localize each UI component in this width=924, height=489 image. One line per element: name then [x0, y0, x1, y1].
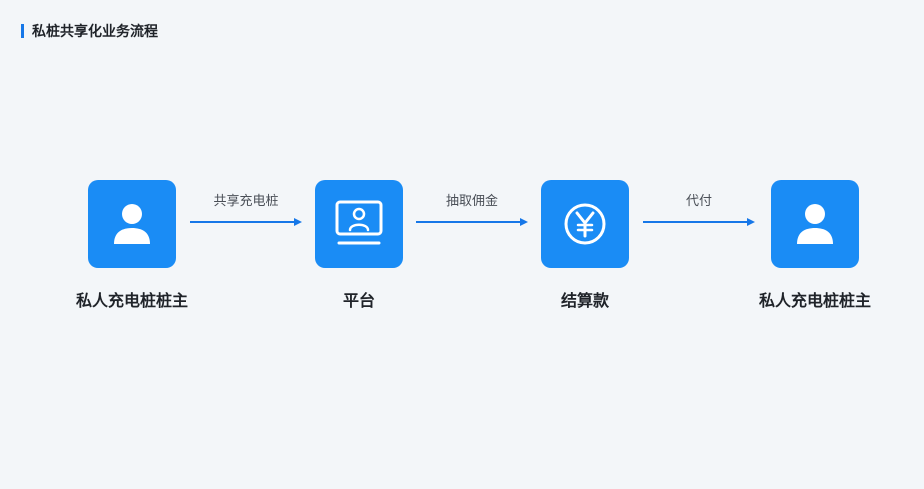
edge-label-commission: 抽取佣金: [445, 194, 498, 209]
edge-label-payout: 代付: [685, 194, 712, 209]
monitor-user-icon: [335, 200, 383, 245]
node-settlement: [541, 180, 629, 268]
title-accent-bar: [21, 24, 24, 38]
node-owner-2: [771, 180, 859, 268]
arrow-right-icon: [190, 218, 302, 226]
edge-label-share-charger: 共享充电桩: [213, 194, 279, 209]
person-icon: [797, 204, 833, 244]
node-label-settlement: 结算款: [560, 291, 609, 310]
person-icon: [114, 204, 150, 244]
title-text: 私桩共享化业务流程: [32, 24, 158, 40]
node-label-owner-2: 私人充电桩桩主: [758, 291, 871, 310]
node-label-platform: 平台: [342, 291, 375, 310]
arrow-right-icon: [416, 218, 528, 226]
yuan-coin-icon: [564, 203, 606, 245]
arrow-right-icon: [643, 218, 755, 226]
node-owner-1: [88, 180, 176, 268]
node-platform: [315, 180, 403, 268]
page-title: 私桩共享化业务流程: [21, 21, 158, 41]
node-label-owner-1: 私人充电桩桩主: [75, 291, 188, 310]
